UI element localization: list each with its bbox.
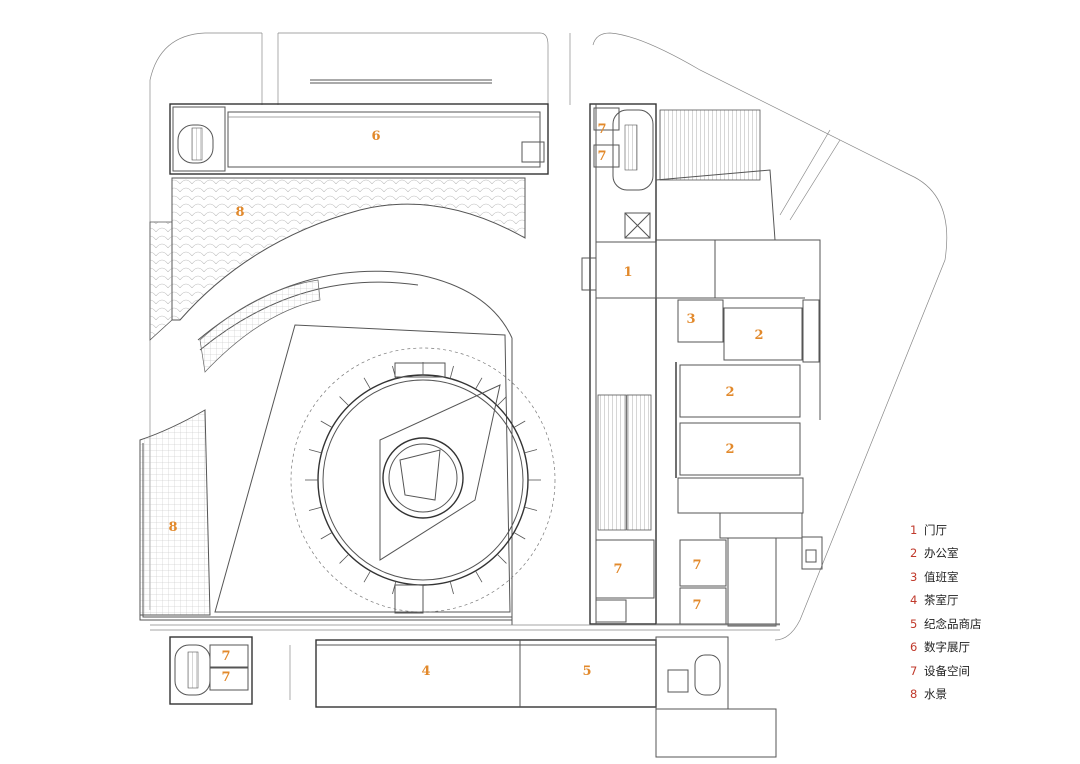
room-label-1: 1: [623, 265, 632, 280]
ring-column-tick: [524, 506, 538, 511]
east-block: [581, 103, 776, 625]
ring-column-tick: [320, 420, 333, 428]
ring-column-tick: [363, 570, 371, 583]
ring-column-tick: [308, 449, 322, 454]
room-label-7: 7: [221, 670, 230, 685]
room-label-5: 5: [582, 664, 591, 679]
room-label-4: 4: [421, 664, 430, 679]
legend-label: 水景: [924, 687, 947, 702]
room-label-8: 8: [168, 520, 177, 535]
ring-column-tick: [339, 553, 350, 564]
ring-column-tick: [308, 506, 322, 511]
ring-column-tick: [496, 396, 507, 407]
room-label-7: 7: [692, 598, 701, 613]
water-feature-left: [139, 409, 211, 616]
room-label-2: 2: [725, 442, 734, 457]
legend-label: 门厅: [924, 522, 947, 537]
room-label-6: 6: [371, 129, 380, 144]
legend-number: 6: [910, 640, 918, 655]
ring-column-tick: [496, 553, 507, 564]
ring-column-tick: [320, 532, 333, 540]
legend-label: 纪念品商店: [924, 616, 982, 631]
legend-label: 设备空间: [924, 663, 970, 678]
central-pavilion: [214, 324, 556, 614]
legend-label: 值班室: [924, 569, 959, 584]
ring-column-tick: [475, 377, 483, 390]
legend-label: 茶室厅: [924, 593, 959, 608]
legend-number: 8: [910, 687, 918, 702]
water-feature-left-strip: [149, 221, 173, 341]
legend-number: 7: [910, 663, 918, 678]
legend-number: 1: [910, 522, 918, 537]
room-label-2: 2: [725, 385, 734, 400]
legend-item: 4 茶室厅: [910, 589, 982, 613]
legend-label: 办公室: [924, 546, 959, 561]
room-label-7: 7: [597, 122, 606, 137]
ring-column-tick: [392, 581, 397, 595]
room-label-7: 7: [692, 558, 701, 573]
legend-number: 3: [910, 569, 918, 584]
curved-arcade: [197, 270, 513, 625]
ring-column-tick: [363, 377, 371, 390]
office-block: [656, 239, 823, 627]
ring-column-tick: [513, 532, 526, 540]
legend-item: 8 水景: [910, 683, 982, 707]
legend-item: 2 办公室: [910, 542, 982, 566]
ring-column-tick: [475, 570, 483, 583]
room-label-8: 8: [235, 205, 244, 220]
room-label-7: 7: [221, 649, 230, 664]
room-label-7: 7: [597, 149, 606, 164]
legend-item: 3 值班室: [910, 565, 982, 589]
legend-item: 5 纪念品商店: [910, 612, 982, 636]
water-feature-top: [171, 177, 526, 321]
legend-number: 4: [910, 593, 918, 608]
ring-column-tick: [339, 396, 350, 407]
room-label-7: 7: [613, 562, 622, 577]
legend-item: 1 门厅: [910, 518, 982, 542]
ring-column-tick: [513, 420, 526, 428]
digital-exhibition-wing: [169, 103, 549, 175]
legend-item: 6 数字展厅: [910, 636, 982, 660]
legend-number: 5: [910, 616, 918, 631]
legend-item: 7 设备空间: [910, 659, 982, 683]
legend-label: 数字展厅: [924, 640, 970, 655]
south-wing: [150, 624, 780, 758]
room-label-2: 2: [754, 328, 763, 343]
legend-number: 2: [910, 546, 918, 561]
ring-column-tick: [449, 365, 454, 379]
room-label-3: 3: [686, 312, 695, 327]
legend: 1 门厅 2 办公室 3 值班室 4 茶室厅 5 纪念品商店 6 数字展厅 7 设备空间 8 水景: [910, 518, 982, 706]
room-labels: 6 8 8 7 7 1 3 2 2 2 7 7 7 7 7 4 5: [168, 122, 763, 685]
ring-column-tick: [524, 449, 538, 454]
ring-column-tick: [449, 581, 454, 595]
